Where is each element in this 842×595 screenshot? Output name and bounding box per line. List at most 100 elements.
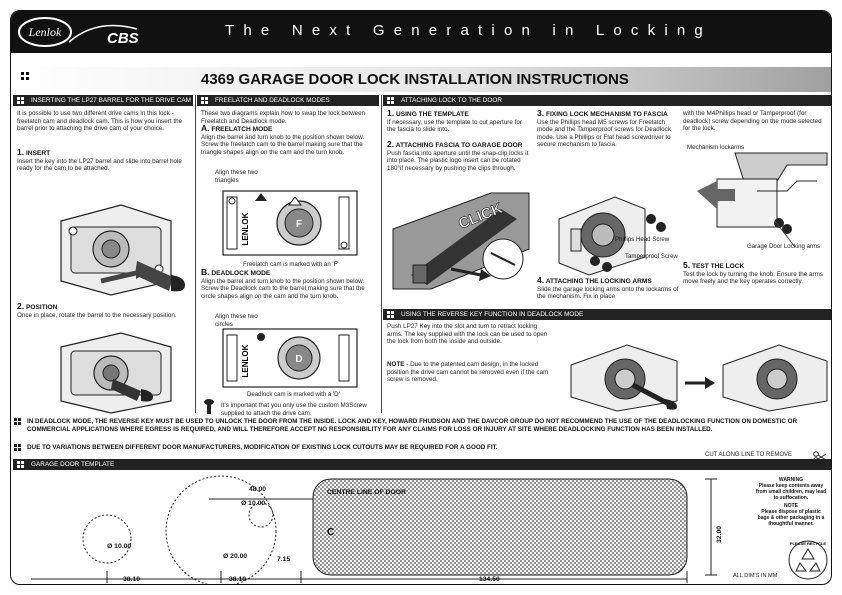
step-title: USING THE TEMPLATE	[395, 111, 469, 118]
lenlok-body-label: LENLOK	[241, 344, 250, 377]
brand-script: Lenlok	[28, 25, 62, 39]
centre-line-label: CENTRE LINE OF DOOR	[327, 489, 406, 496]
dims-in-mm: ALL DIM'S IN MM	[733, 573, 778, 579]
freelatch-diagram: LENLOK F	[222, 190, 358, 256]
column-divider	[381, 95, 382, 413]
variations-warning: DUE TO VARIATIONS BETWEEN DIFFERENT DOOR…	[11, 444, 831, 452]
align-triangles-label: Align these two triangles	[215, 169, 258, 184]
brand-mark: CBS	[107, 30, 139, 47]
lenlok-body-label: LENLOK	[241, 212, 250, 245]
section-header-attaching: ATTACHING LOCK TO THE DOOR	[383, 95, 831, 106]
step-title: INSERT	[25, 150, 51, 157]
dim-38-10-b: 38.10	[229, 576, 247, 583]
section-title: ATTACHING LOCK TO THE DOOR	[401, 97, 502, 104]
step-number: 5.	[683, 260, 691, 270]
step-title: ATTACHING FASCIA TO GARAGE DOOR	[395, 142, 523, 149]
align-circles-label: Align these two circles	[215, 313, 258, 328]
reverse-key-diagram	[570, 344, 828, 412]
deadlock-warning: IN DEADLOCK MODE, THE REVERSE KEY MUST B…	[11, 418, 831, 433]
door-template-diagram	[31, 475, 717, 584]
freelatch-letter: F	[296, 219, 302, 230]
step-title: FREELATCH MODE	[211, 126, 273, 133]
dim-134-50: 134.50	[479, 576, 500, 583]
tamperproof-screw-label: Tamperproof Screw	[625, 253, 678, 260]
recycle-label: PLEASE RECYCLE	[790, 541, 827, 546]
squares-icon	[17, 97, 25, 105]
step-title: ATTACHING THE LOCKING ARMS	[545, 278, 652, 285]
mechanism-screws-diagram	[558, 196, 666, 276]
step-title: TEST THE LOCK	[691, 263, 745, 270]
squares-icon	[17, 461, 25, 469]
section-header-barrel: INSERTING THE LP27 BARREL FOR THE DRIVE …	[13, 95, 193, 106]
note-title: NOTE	[784, 503, 798, 509]
suffocation-warning: WARNING Please keep contents away from s…	[755, 477, 827, 527]
step-number: 2.	[17, 301, 25, 311]
step-number: 4.	[537, 275, 545, 285]
squares-icon	[14, 418, 22, 426]
barrel-intro: It is possible to use two different driv…	[17, 110, 183, 133]
step-position: 2. POSITION Once in place, rotate the ba…	[17, 301, 189, 319]
deadlock-diagram: LENLOK D	[222, 328, 358, 388]
title-number: 4369	[201, 71, 235, 88]
section-title: GARAGE DOOR TEMPLATE	[31, 461, 115, 468]
step-text: Use the Phillips head M5 screws for Free…	[537, 118, 671, 149]
note-body: Please dispose of plastic bags & other p…	[757, 509, 825, 527]
deadlock-letter: D	[295, 354, 302, 365]
squares-icon	[14, 444, 22, 452]
section-title: USING THE REVERSE KEY FUNCTION IN DEADLO…	[401, 311, 584, 318]
reverse-key-text: Push LP27 Key into the slot and turn to …	[387, 323, 548, 346]
column-divider	[195, 95, 196, 413]
step-text: Align the barrel and turn knob to the po…	[201, 277, 365, 300]
step-number: 2.	[387, 139, 395, 149]
freelatch-caption: Freelatch cam is marked with an 'F'	[243, 261, 339, 268]
garage-locking-arms-label: Garage Door Locking arms	[747, 243, 821, 250]
header-bar: Lenlok CBS The Next Generation in Lockin…	[11, 11, 831, 53]
step-text: Slide the garage locking arms onto the l…	[537, 285, 679, 301]
title-plain: GARAGE DOOR LOCK	[238, 71, 401, 88]
title-squares-icon	[21, 72, 29, 80]
section-title: FREELATCH AND DEADLOCK MODES	[215, 97, 330, 104]
step-text: Push fascia into aperture until the snap…	[387, 149, 529, 172]
insert-barrel-diagram	[60, 204, 185, 296]
section-header-template: GARAGE DOOR TEMPLATE	[13, 459, 831, 470]
reverse-key-note: NOTE - Due to the patented cam design, i…	[387, 361, 551, 384]
title-bar: 4369 GARAGE DOOR LOCK INSTALLATION INSTR…	[11, 67, 831, 92]
step-text: Align the barrel and turn knob to the po…	[201, 133, 365, 156]
squares-icon	[387, 311, 395, 319]
step-template: 1. USING THE TEMPLATE If necessary, use …	[387, 108, 529, 134]
step-insert: 1. INSERT Insert the key into the LP27 b…	[17, 147, 189, 173]
dim-7-15: 7.15	[277, 556, 291, 563]
centre-line-symbol: C	[327, 527, 335, 538]
mechanism-lockarms-label: Mechanism lockarms	[687, 144, 745, 151]
step-fix-mechanism: 3. FIXING LOCK MECHANISM TO FASCIA Use t…	[537, 109, 681, 149]
scissors-icon	[813, 451, 827, 463]
step-test-lock: 5. TEST THE LOCK Test the lock by turnin…	[683, 260, 829, 286]
step-text: Once in place, rotate the barrel to the …	[17, 311, 177, 319]
section-header-reverse-key: USING THE REVERSE KEY FUNCTION IN DEADLO…	[383, 309, 831, 320]
screw-note: It's important that you only use the cus…	[221, 402, 367, 417]
step-number: 1.	[17, 147, 25, 157]
freelatch-mode: A. FREELATCH MODE Align the barrel and t…	[201, 123, 377, 156]
deadlock-caption: Deadlock cam is marked with a 'D'	[247, 391, 340, 398]
instruction-sheet: Lenlok CBS The Next Generation in Lockin…	[10, 10, 832, 585]
recycle-icon: PLEASE RECYCLE	[788, 540, 828, 580]
section-title: INSERTING THE LP27 BARREL FOR THE DRIVE …	[31, 97, 191, 104]
warning-body: Please keep contents away from small chi…	[755, 483, 827, 501]
squares-icon	[201, 97, 209, 105]
step-number: A.	[201, 123, 210, 133]
squares-icon	[387, 97, 395, 105]
title-bold: INSTALLATION INSTRUCTIONS	[404, 71, 629, 88]
step-title: DEADLOCK MODE	[211, 270, 271, 277]
tagline: The Next Generation in Locking	[225, 22, 712, 39]
step-title: FIXING LOCK MECHANISM TO FASCIA	[545, 111, 668, 118]
dim-38-10-a: 38.10	[123, 576, 141, 583]
dim-10-top: Ø 10.00	[241, 500, 266, 507]
modes-intro: These two diagrams explain how to swap t…	[201, 110, 366, 125]
dim-20: Ø 20.00	[223, 553, 248, 560]
deadlock-mode: B. DEADLOCK MODE Align the barrel and tu…	[201, 268, 377, 300]
section-header-modes: FREELATCH AND DEADLOCK MODES	[197, 95, 379, 106]
locking-arms-diagram	[697, 152, 828, 248]
cut-line-label: CUT ALONG LINE TO REMOVE	[705, 452, 793, 458]
step-text: Test the lock by turning the knob. Ensur…	[683, 270, 824, 286]
step-number: 1.	[387, 108, 395, 118]
